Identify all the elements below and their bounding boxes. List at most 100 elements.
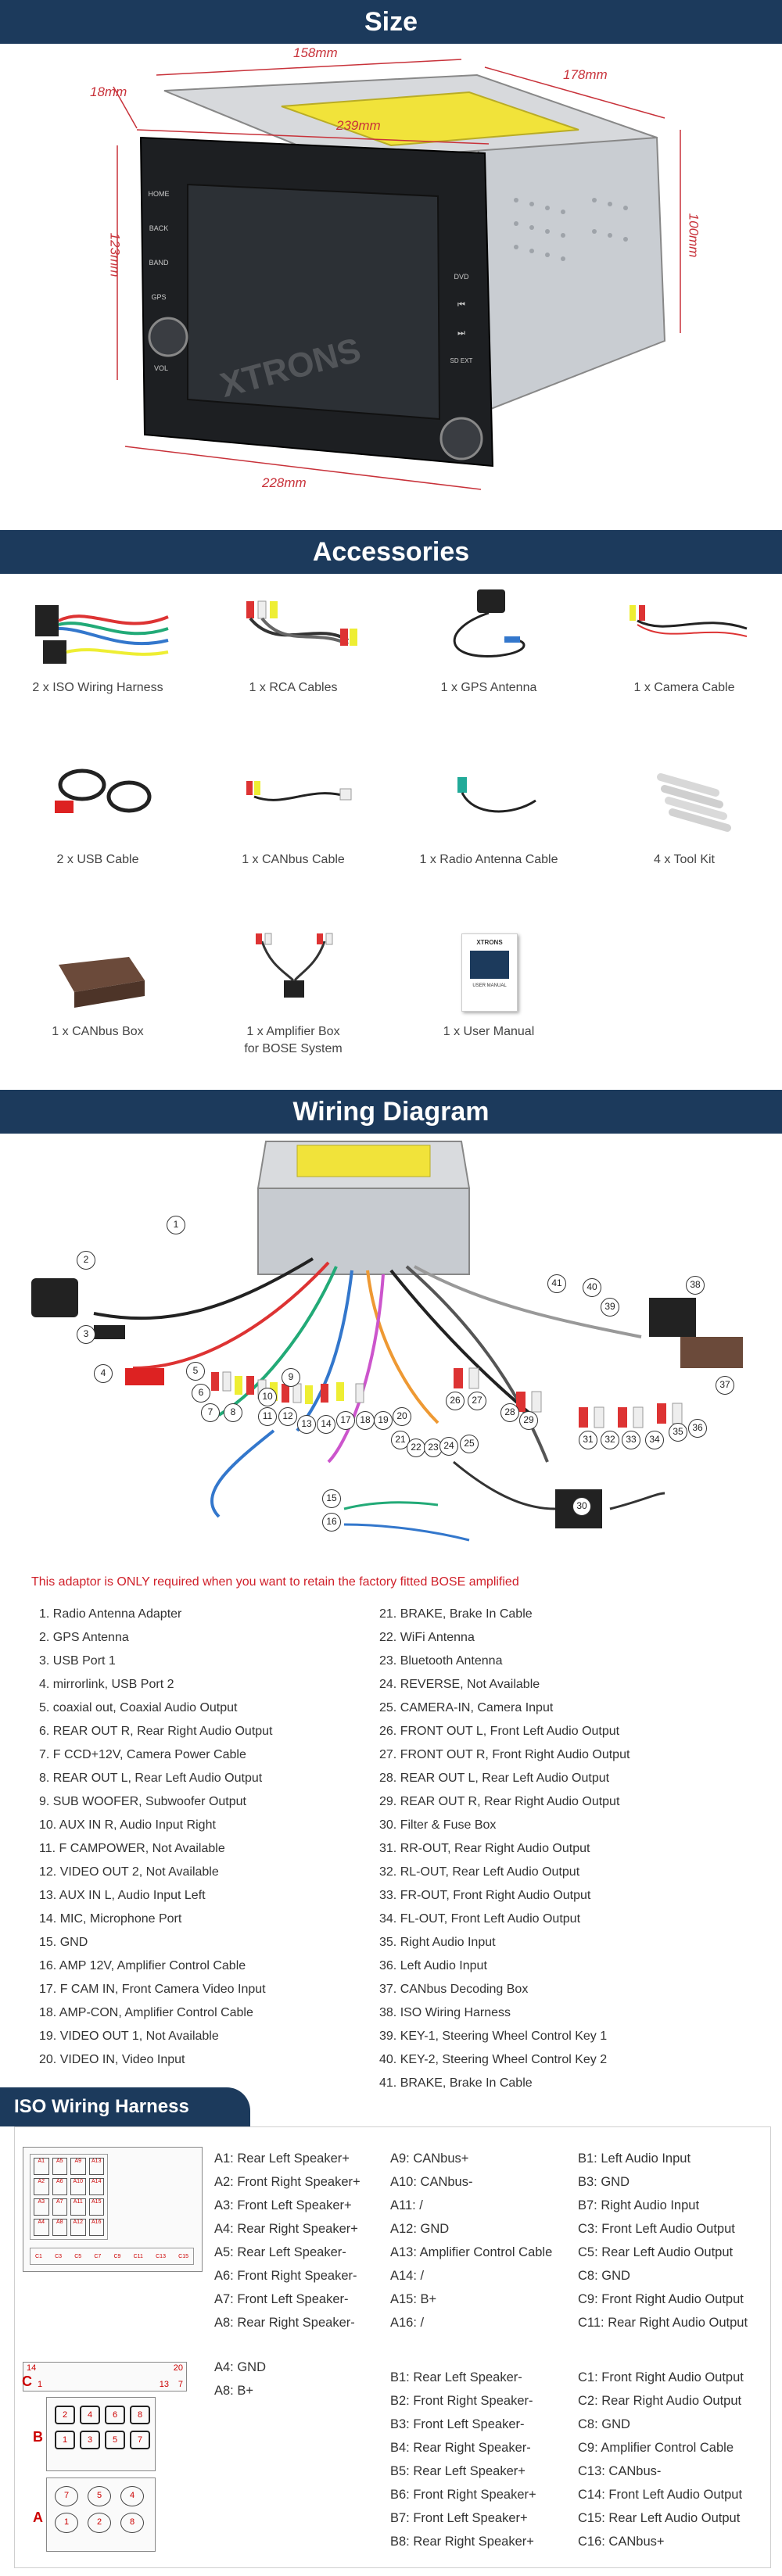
accessory-label: 1 x GPS Antenna (440, 681, 537, 694)
accessories-banner: Accessories (0, 530, 782, 574)
pin-a12: A12 (70, 2219, 86, 2236)
pin-b6: 6 (105, 2406, 125, 2424)
accessory-tool-kit: 4 x Tool Kit (586, 746, 782, 902)
callout-33: 33 (622, 1431, 640, 1449)
callout-2: 2 (77, 1251, 95, 1270)
iso-connector-bottom: 14 20 C 1 13 7 B 2 4 6 8 1 3 5 7 (22, 2362, 203, 2557)
wire-item: 9. SUB WOOFER, Subwoofer Output (39, 1795, 246, 1808)
wire-item: 22. WiFi Antenna (379, 1631, 475, 1644)
gps-button[interactable]: GPS (151, 293, 167, 301)
wire-item: 38. ISO Wiring Harness (379, 2006, 511, 2019)
callout-37: 37 (716, 1376, 734, 1395)
pin-c11: C11 (133, 2253, 143, 2259)
accessory-radio-antenna: 1 x Radio Antenna Cable (391, 746, 586, 902)
callout-38: 38 (686, 1276, 705, 1295)
wire-item: 2. GPS Antenna (39, 1631, 129, 1644)
iso-bottom-col1: A4: GND A8: B+ (214, 2356, 266, 2402)
pin-a1: 1 (55, 2513, 78, 2533)
callout-8: 8 (224, 1403, 242, 1422)
iso-pin-desc: A3: Front Left Speaker+ (214, 2198, 352, 2212)
callout-21: 21 (391, 1431, 410, 1449)
iso-pin-desc: A4: Rear Right Speaker+ (214, 2222, 358, 2236)
iso-pin-desc: A9: CANbus+ (390, 2151, 469, 2166)
pin-a4: A4 (34, 2219, 49, 2236)
iso-pin-desc: A16: / (390, 2316, 425, 2330)
callout-16: 16 (322, 1513, 341, 1532)
iso-pin-desc: C8: GND (578, 2269, 630, 2283)
wire-item: 31. RR-OUT, Rear Right Audio Output (379, 1842, 590, 1855)
pin-b5: 5 (105, 2431, 125, 2449)
callout-19: 19 (374, 1411, 393, 1430)
callout-9: 9 (282, 1368, 300, 1387)
callout-35: 35 (669, 1423, 687, 1442)
accessory-rca-cables: 1 x RCA Cables (196, 574, 391, 730)
iso-section: ISO Wiring Harness A1 A5 A9 A13 A2 A6 A1… (0, 2087, 782, 2576)
callout-30: 30 (572, 1497, 591, 1516)
next-button[interactable]: ⏭ (457, 328, 465, 338)
user-manual-icon: XTRONS USER MANUAL (461, 933, 518, 1012)
band-button[interactable]: BAND (149, 259, 169, 267)
accessories-title: Accessories (312, 536, 470, 567)
wire-item: 36. Left Audio Input (379, 1959, 487, 1972)
prev-button[interactable]: ⏮ (457, 300, 465, 310)
canbus-box-icon (59, 957, 145, 1008)
wire-item: 23. Bluetooth Antenna (379, 1654, 503, 1668)
home-button[interactable]: HOME (148, 190, 170, 198)
pin-c9: C9 (113, 2253, 121, 2259)
sd-ext-button[interactable]: SD EXT (450, 357, 473, 364)
pin-b4: 4 (80, 2406, 100, 2424)
size-banner: Size (0, 0, 782, 44)
callout-40: 40 (583, 1278, 601, 1297)
callout-13: 13 (297, 1415, 316, 1434)
callout-17: 17 (336, 1411, 355, 1430)
size-section: 158mm 178mm 18mm 239mm 123mm 100mm 228mm… (0, 44, 782, 528)
callout-27: 27 (468, 1392, 486, 1410)
bose-note: This adaptor is ONLY required when you w… (31, 1575, 519, 1589)
tool-kit-icon (657, 773, 731, 832)
dvd-button[interactable]: DVD (454, 273, 469, 281)
wiring-title: Wiring Diagram (292, 1096, 490, 1127)
dimension-lines (113, 59, 681, 490)
iso-title: ISO Wiring Harness (0, 2087, 250, 2126)
pin-a5: 5 (88, 2486, 111, 2506)
iso-pin-desc: B4: Rear Right Speaker- (390, 2441, 531, 2455)
iso-pin-desc: B7: Right Audio Input (578, 2198, 700, 2212)
wire-item: 8. REAR OUT L, Rear Left Audio Output (39, 1772, 263, 1785)
pin-a14: A14 (88, 2178, 104, 2195)
wire-item: 1. Radio Antenna Adapter (39, 1607, 182, 1621)
pin-a2: 2 (88, 2513, 111, 2533)
accessory-label: 4 x Tool Kit (654, 853, 715, 866)
iso-pin-desc: C9: Amplifier Control Cable (578, 2441, 734, 2455)
iso-pin-desc: A15: B+ (390, 2292, 437, 2306)
c-mid-end: 13 (159, 2380, 169, 2389)
wire-item: 21. BRAKE, Brake In Cable (379, 1607, 533, 1621)
wire-item: 4. mirrorlink, USB Port 2 (39, 1678, 174, 1691)
wire-item: 25. CAMERA-IN, Camera Input (379, 1701, 554, 1714)
wire-item: 34. FL-OUT, Front Left Audio Output (379, 1912, 581, 1926)
iso-pin-desc: B5: Rear Left Speaker+ (390, 2464, 526, 2478)
screen (187, 183, 441, 421)
callout-15: 15 (322, 1489, 341, 1508)
callout-28: 28 (500, 1403, 519, 1422)
pin-c5: C5 (74, 2253, 82, 2259)
a-pins: 7 5 4 1 2 8 (55, 2486, 144, 2533)
pin-a8: A8 (52, 2219, 67, 2236)
iso-pin-desc: A7: Front Left Speaker- (214, 2292, 349, 2306)
iso-pin-desc: A12: GND (390, 2222, 450, 2236)
wire-item: 5. coaxial out, Coaxial Audio Output (39, 1701, 238, 1714)
accessory-camera-cable: 1 x Camera Cable (586, 574, 782, 730)
pin-a15: A15 (88, 2198, 104, 2216)
callout-10: 10 (258, 1388, 277, 1406)
iso-pin-desc: A14: / (390, 2269, 425, 2283)
iso-pin-desc: A6: Front Right Speaker- (214, 2269, 357, 2283)
callout-31: 31 (579, 1431, 597, 1449)
wire-item: 15. GND (39, 1936, 88, 1949)
iso-pin-desc: C15: Rear Left Audio Output (578, 2511, 741, 2525)
pin-c7: C7 (94, 2253, 102, 2259)
iso-pin-desc: A13: Amplifier Control Cable (390, 2245, 553, 2259)
b-pins: 2 4 6 8 1 3 5 7 (55, 2406, 150, 2449)
wire-item: 6. REAR OUT R, Rear Right Audio Output (39, 1725, 273, 1738)
pins-c-row: C1 C3 C5 C7 C9 C11 C13 C15 (30, 2248, 194, 2265)
back-button[interactable]: BACK (149, 224, 169, 232)
iso-pin-desc: A2: Front Right Speaker+ (214, 2175, 361, 2189)
